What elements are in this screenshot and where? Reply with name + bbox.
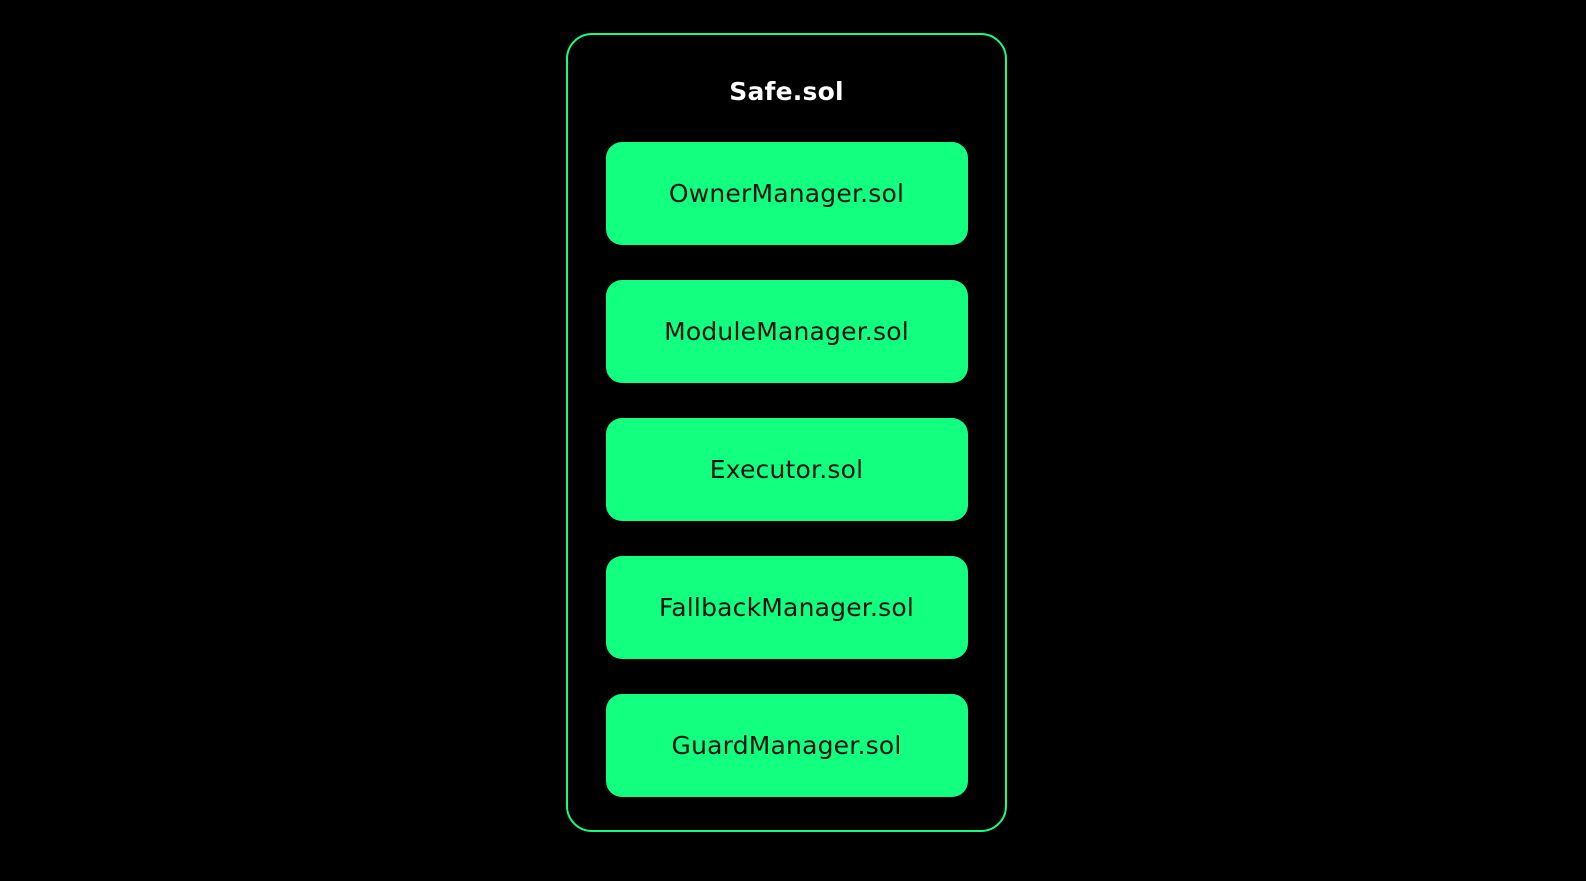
module-list: OwnerManager.sol ModuleManager.sol Execu… xyxy=(605,142,968,797)
safe-sol-container: Safe.sol OwnerManager.sol ModuleManager.… xyxy=(566,33,1007,832)
module-box-executor: Executor.sol xyxy=(605,418,968,521)
module-box-module-manager: ModuleManager.sol xyxy=(605,280,968,383)
module-box-guard-manager: GuardManager.sol xyxy=(605,694,968,797)
module-box-fallback-manager: FallbackManager.sol xyxy=(605,556,968,659)
module-box-owner-manager: OwnerManager.sol xyxy=(605,142,968,245)
diagram-title: Safe.sol xyxy=(729,77,844,106)
